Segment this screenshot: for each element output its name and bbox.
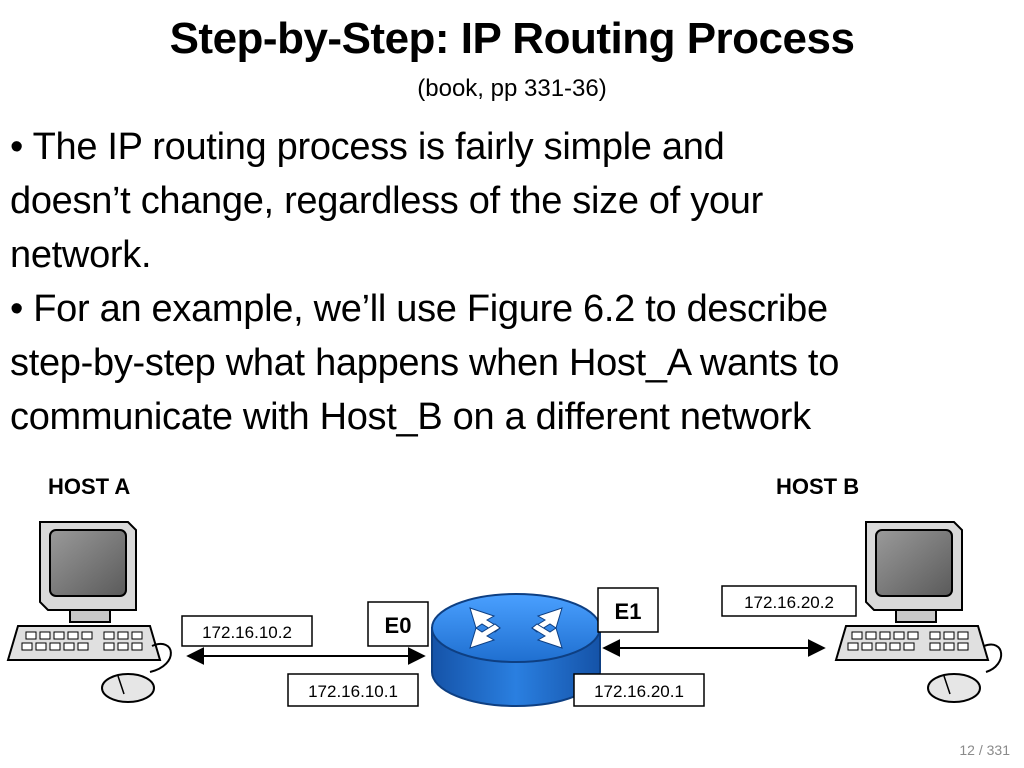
page-number: 12 / 331 xyxy=(959,742,1010,758)
slide-subtitle: (book, pp 331-36) xyxy=(417,75,607,102)
host-a-ip-box: 172.16.10.2 xyxy=(181,615,313,647)
router-e1-box: E1 xyxy=(597,587,659,633)
slide-body: • The IP routing process is fairly simpl… xyxy=(10,120,1024,444)
e1-ip-box: 172.16.20.1 xyxy=(573,673,705,707)
host-b-computer-icon xyxy=(834,521,1003,703)
host-a-label: HOST A xyxy=(48,474,130,499)
host-b-ip: 172.16.20.2 xyxy=(744,593,834,612)
e1-ip: 172.16.20.1 xyxy=(594,682,684,701)
bullet-1-line-1: • The IP routing process is fairly simpl… xyxy=(10,126,725,168)
bullet-1-line-2: doesn’t change, regardless of the size o… xyxy=(10,180,763,222)
bullet-2: • For an example, we’ll use Figure 6.2 t… xyxy=(10,282,1024,444)
network-diagram: HOST A HOST B xyxy=(6,474,1003,707)
slide-title: Step-by-Step: IP Routing Process xyxy=(169,14,855,63)
router-icon xyxy=(431,593,601,707)
bullet-1: • The IP routing process is fairly simpl… xyxy=(10,120,1024,282)
bullet-1-line-3: network. xyxy=(10,234,152,276)
e0-ip-box: 172.16.10.1 xyxy=(287,673,419,707)
host-a-ip: 172.16.10.2 xyxy=(202,623,292,642)
e0-ip: 172.16.10.1 xyxy=(308,682,398,701)
router-e1-label: E1 xyxy=(615,599,642,624)
bullet-2-line-1: • For an example, we’ll use Figure 6.2 t… xyxy=(10,288,828,330)
host-b-ip-box: 172.16.20.2 xyxy=(721,585,857,617)
host-a-computer-icon xyxy=(6,521,172,703)
bullet-2-line-3: communicate with Host_B on a different n… xyxy=(10,396,811,438)
bullet-2-line-2: step-by-step what happens when Host_A wa… xyxy=(10,342,840,384)
router-e0-box: E0 xyxy=(367,601,429,647)
router-e0-label: E0 xyxy=(385,613,412,638)
host-b-label: HOST B xyxy=(776,474,859,499)
